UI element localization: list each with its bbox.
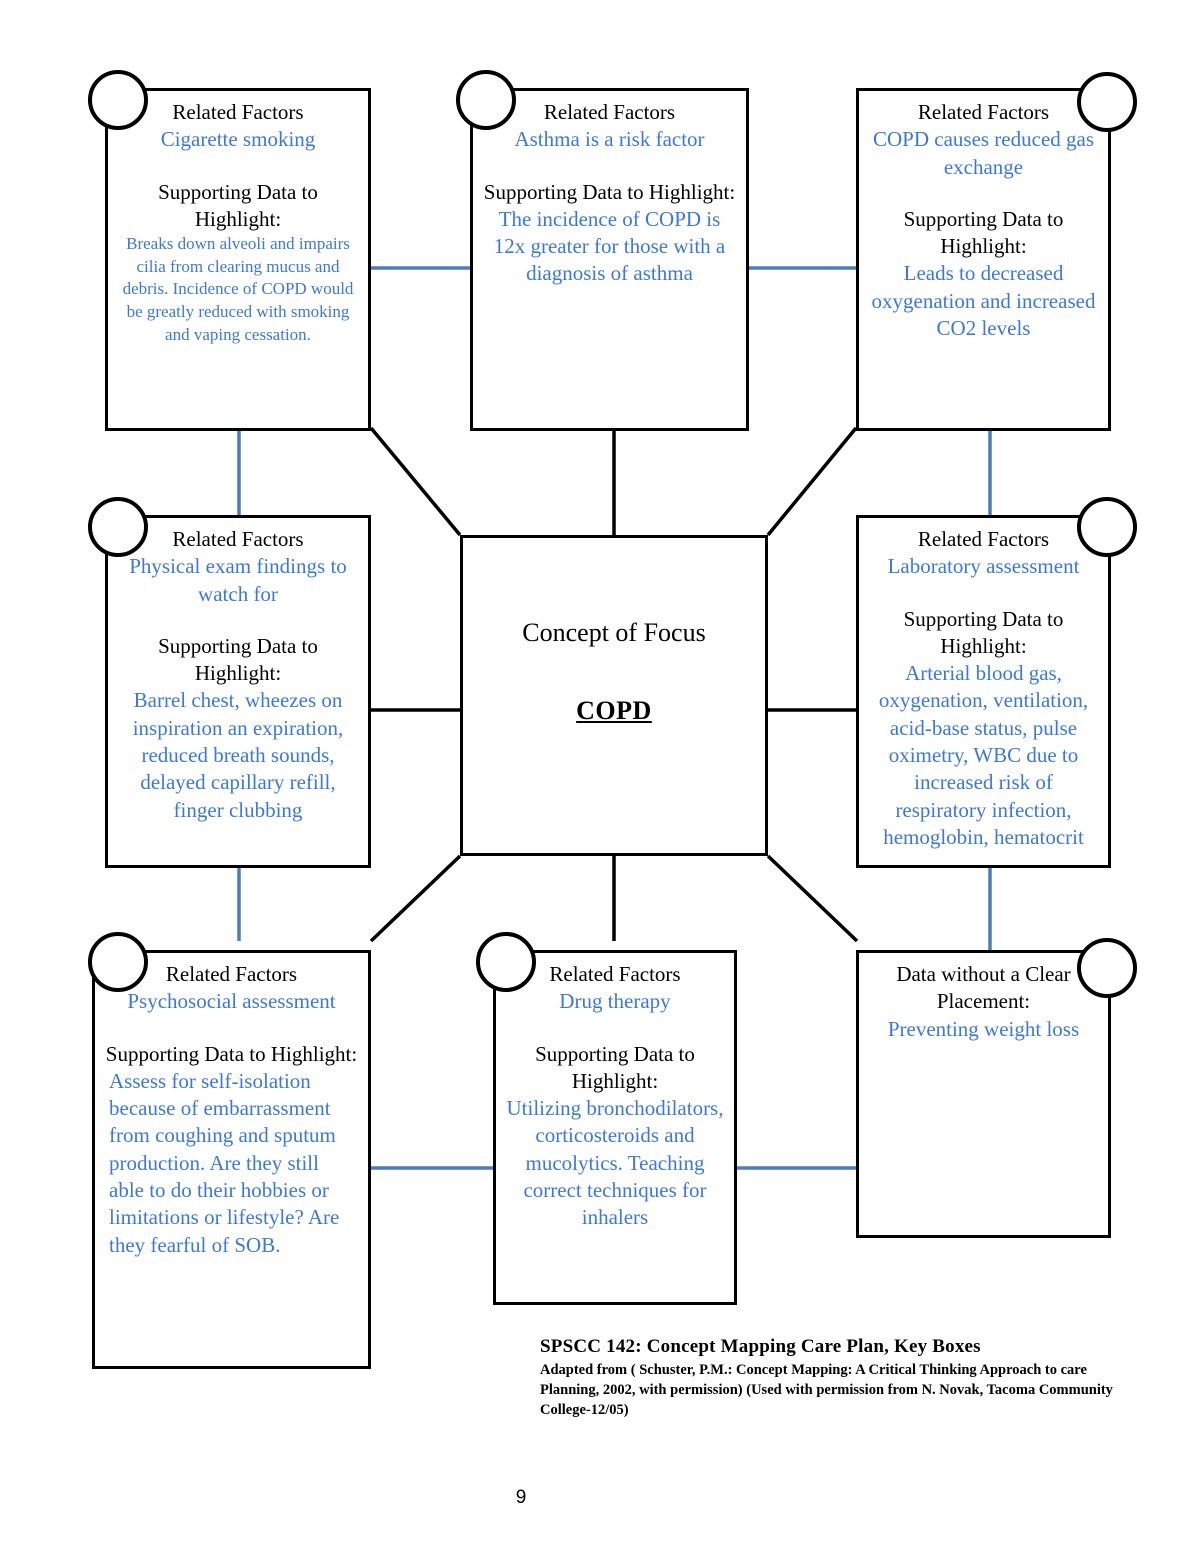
caption-title: SPSCC 142: Concept Mapping Care Plan, Ke… bbox=[540, 1336, 981, 1357]
node-header: Related Factors bbox=[165, 962, 298, 986]
node-marker-circle[interactable] bbox=[476, 932, 536, 992]
node-marker-circle[interactable] bbox=[1077, 72, 1137, 132]
node-data-label: Supporting Data to Highlight: bbox=[903, 206, 1064, 259]
page-number: 9 bbox=[515, 1487, 527, 1508]
node-marker-circle[interactable] bbox=[1077, 938, 1137, 998]
caption-block: SPSCC 142: Concept Mapping Care Plan, Ke… bbox=[540, 1336, 1140, 1420]
node-factor: Preventing weight loss bbox=[887, 1016, 1080, 1041]
node-data: Assess for self-isolation because of emb… bbox=[109, 1068, 340, 1257]
node-header: Related Factors bbox=[917, 527, 1050, 551]
node-factor: COPD causes reduced gas exchange bbox=[872, 127, 1095, 179]
concept-name: COPD bbox=[576, 696, 652, 725]
node-factor: Psychosocial assessment bbox=[127, 989, 336, 1014]
node-factor: Cigarette smoking bbox=[160, 127, 316, 152]
node-data: Barrel chest, wheezes on inspiration an … bbox=[132, 688, 344, 822]
node-cigarette-smoking[interactable]: Related Factors Cigarette smoking Suppor… bbox=[105, 88, 371, 431]
node-data-label: Supporting Data to Highlight: bbox=[483, 179, 736, 204]
node-reduced-gas-exchange[interactable]: Related Factors COPD causes reduced gas … bbox=[856, 88, 1111, 431]
node-data-label: Supporting Data to Highlight: bbox=[158, 179, 318, 231]
node-header: Related Factors bbox=[172, 527, 304, 551]
node-data-label: Supporting Data to Highlight: bbox=[535, 1041, 695, 1093]
node-data-label: Supporting Data to Highlight: bbox=[903, 606, 1064, 658]
node-factor: Drug therapy bbox=[559, 989, 671, 1014]
node-data-label: Supporting Data to Highlight: bbox=[158, 633, 318, 686]
caption-note: Adapted from ( Schuster, P.M.: Concept M… bbox=[540, 1362, 1113, 1418]
node-header: Data without a Clear Placement: bbox=[896, 962, 1071, 1014]
node-data-label: Supporting Data to Highlight: bbox=[105, 1041, 358, 1066]
node-data: The incidence of COPD is 12x greater for… bbox=[493, 206, 726, 286]
node-marker-circle[interactable] bbox=[88, 497, 148, 557]
node-header: Related Factors bbox=[543, 100, 676, 124]
node-factor: Asthma is a risk factor bbox=[514, 127, 705, 152]
node-data: Leads to decreased oxygenation and incre… bbox=[871, 261, 1096, 341]
node-concept-of-focus[interactable]: Concept of Focus COPD bbox=[460, 535, 768, 856]
node-factor: Laboratory assessment bbox=[887, 554, 1080, 579]
node-unclear-placement[interactable]: Data without a Clear Placement: Preventi… bbox=[856, 950, 1111, 1238]
node-marker-circle[interactable] bbox=[88, 932, 148, 992]
node-physical-exam-findings[interactable]: Related Factors Physical exam findings t… bbox=[105, 515, 371, 868]
node-factor: Physical exam findings to watch for bbox=[129, 554, 347, 606]
node-header: Related Factors bbox=[172, 100, 304, 124]
node-header: Related Factors bbox=[549, 962, 681, 986]
node-laboratory-assessment[interactable]: Related Factors Laboratory assessment Su… bbox=[856, 515, 1111, 868]
node-drug-therapy[interactable]: Related Factors Drug therapy Supporting … bbox=[493, 950, 737, 1305]
node-asthma-risk-factor[interactable]: Related Factors Asthma is a risk factor … bbox=[470, 88, 749, 431]
node-psychosocial-assessment[interactable]: Related Factors Psychosocial assessment … bbox=[92, 950, 371, 1369]
node-data: Arterial blood gas, oxygenation, ventila… bbox=[878, 661, 1089, 849]
node-data: Breaks down alveoli and impairs cilia fr… bbox=[122, 234, 354, 344]
node-header: Related Factors bbox=[917, 100, 1050, 124]
node-marker-circle[interactable] bbox=[456, 70, 516, 130]
node-marker-circle[interactable] bbox=[1077, 497, 1137, 557]
concept-of-focus-label: Concept of Focus bbox=[522, 618, 706, 647]
node-data: Utilizing bronchodilators, corticosteroi… bbox=[506, 1096, 724, 1230]
node-marker-circle[interactable] bbox=[88, 70, 148, 130]
